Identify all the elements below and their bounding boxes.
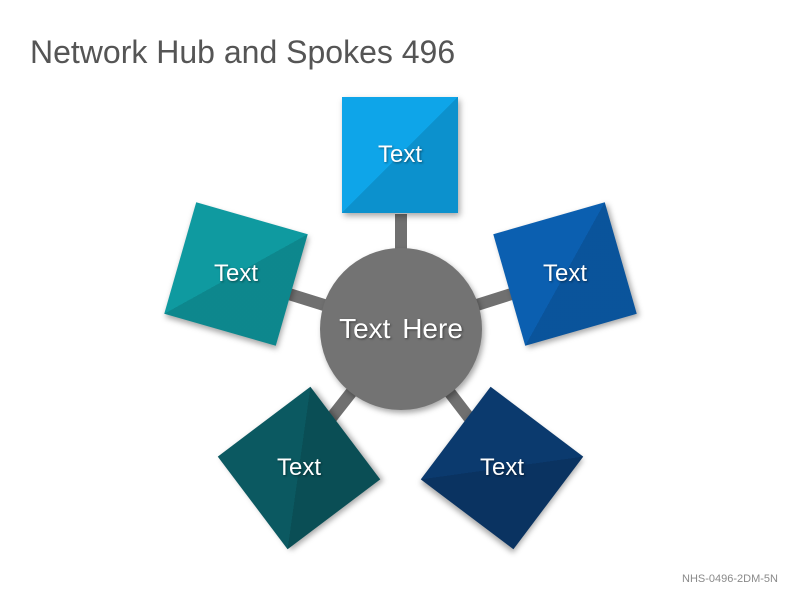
spoke-label: Text <box>542 260 588 288</box>
spoke-label: Text <box>213 259 259 287</box>
hub-circle[interactable]: Text Here <box>320 248 482 410</box>
footer-code: NHS-0496-2DM-5N <box>682 573 778 585</box>
spoke-box-top[interactable]: Text <box>342 97 458 213</box>
spoke-label: Text <box>479 453 525 481</box>
spoke-label: Text <box>276 454 322 482</box>
page-title: Network Hub and Spokes 496 <box>30 34 456 70</box>
spoke-label: Text <box>377 141 422 168</box>
hub-label: Text Here <box>339 313 463 344</box>
